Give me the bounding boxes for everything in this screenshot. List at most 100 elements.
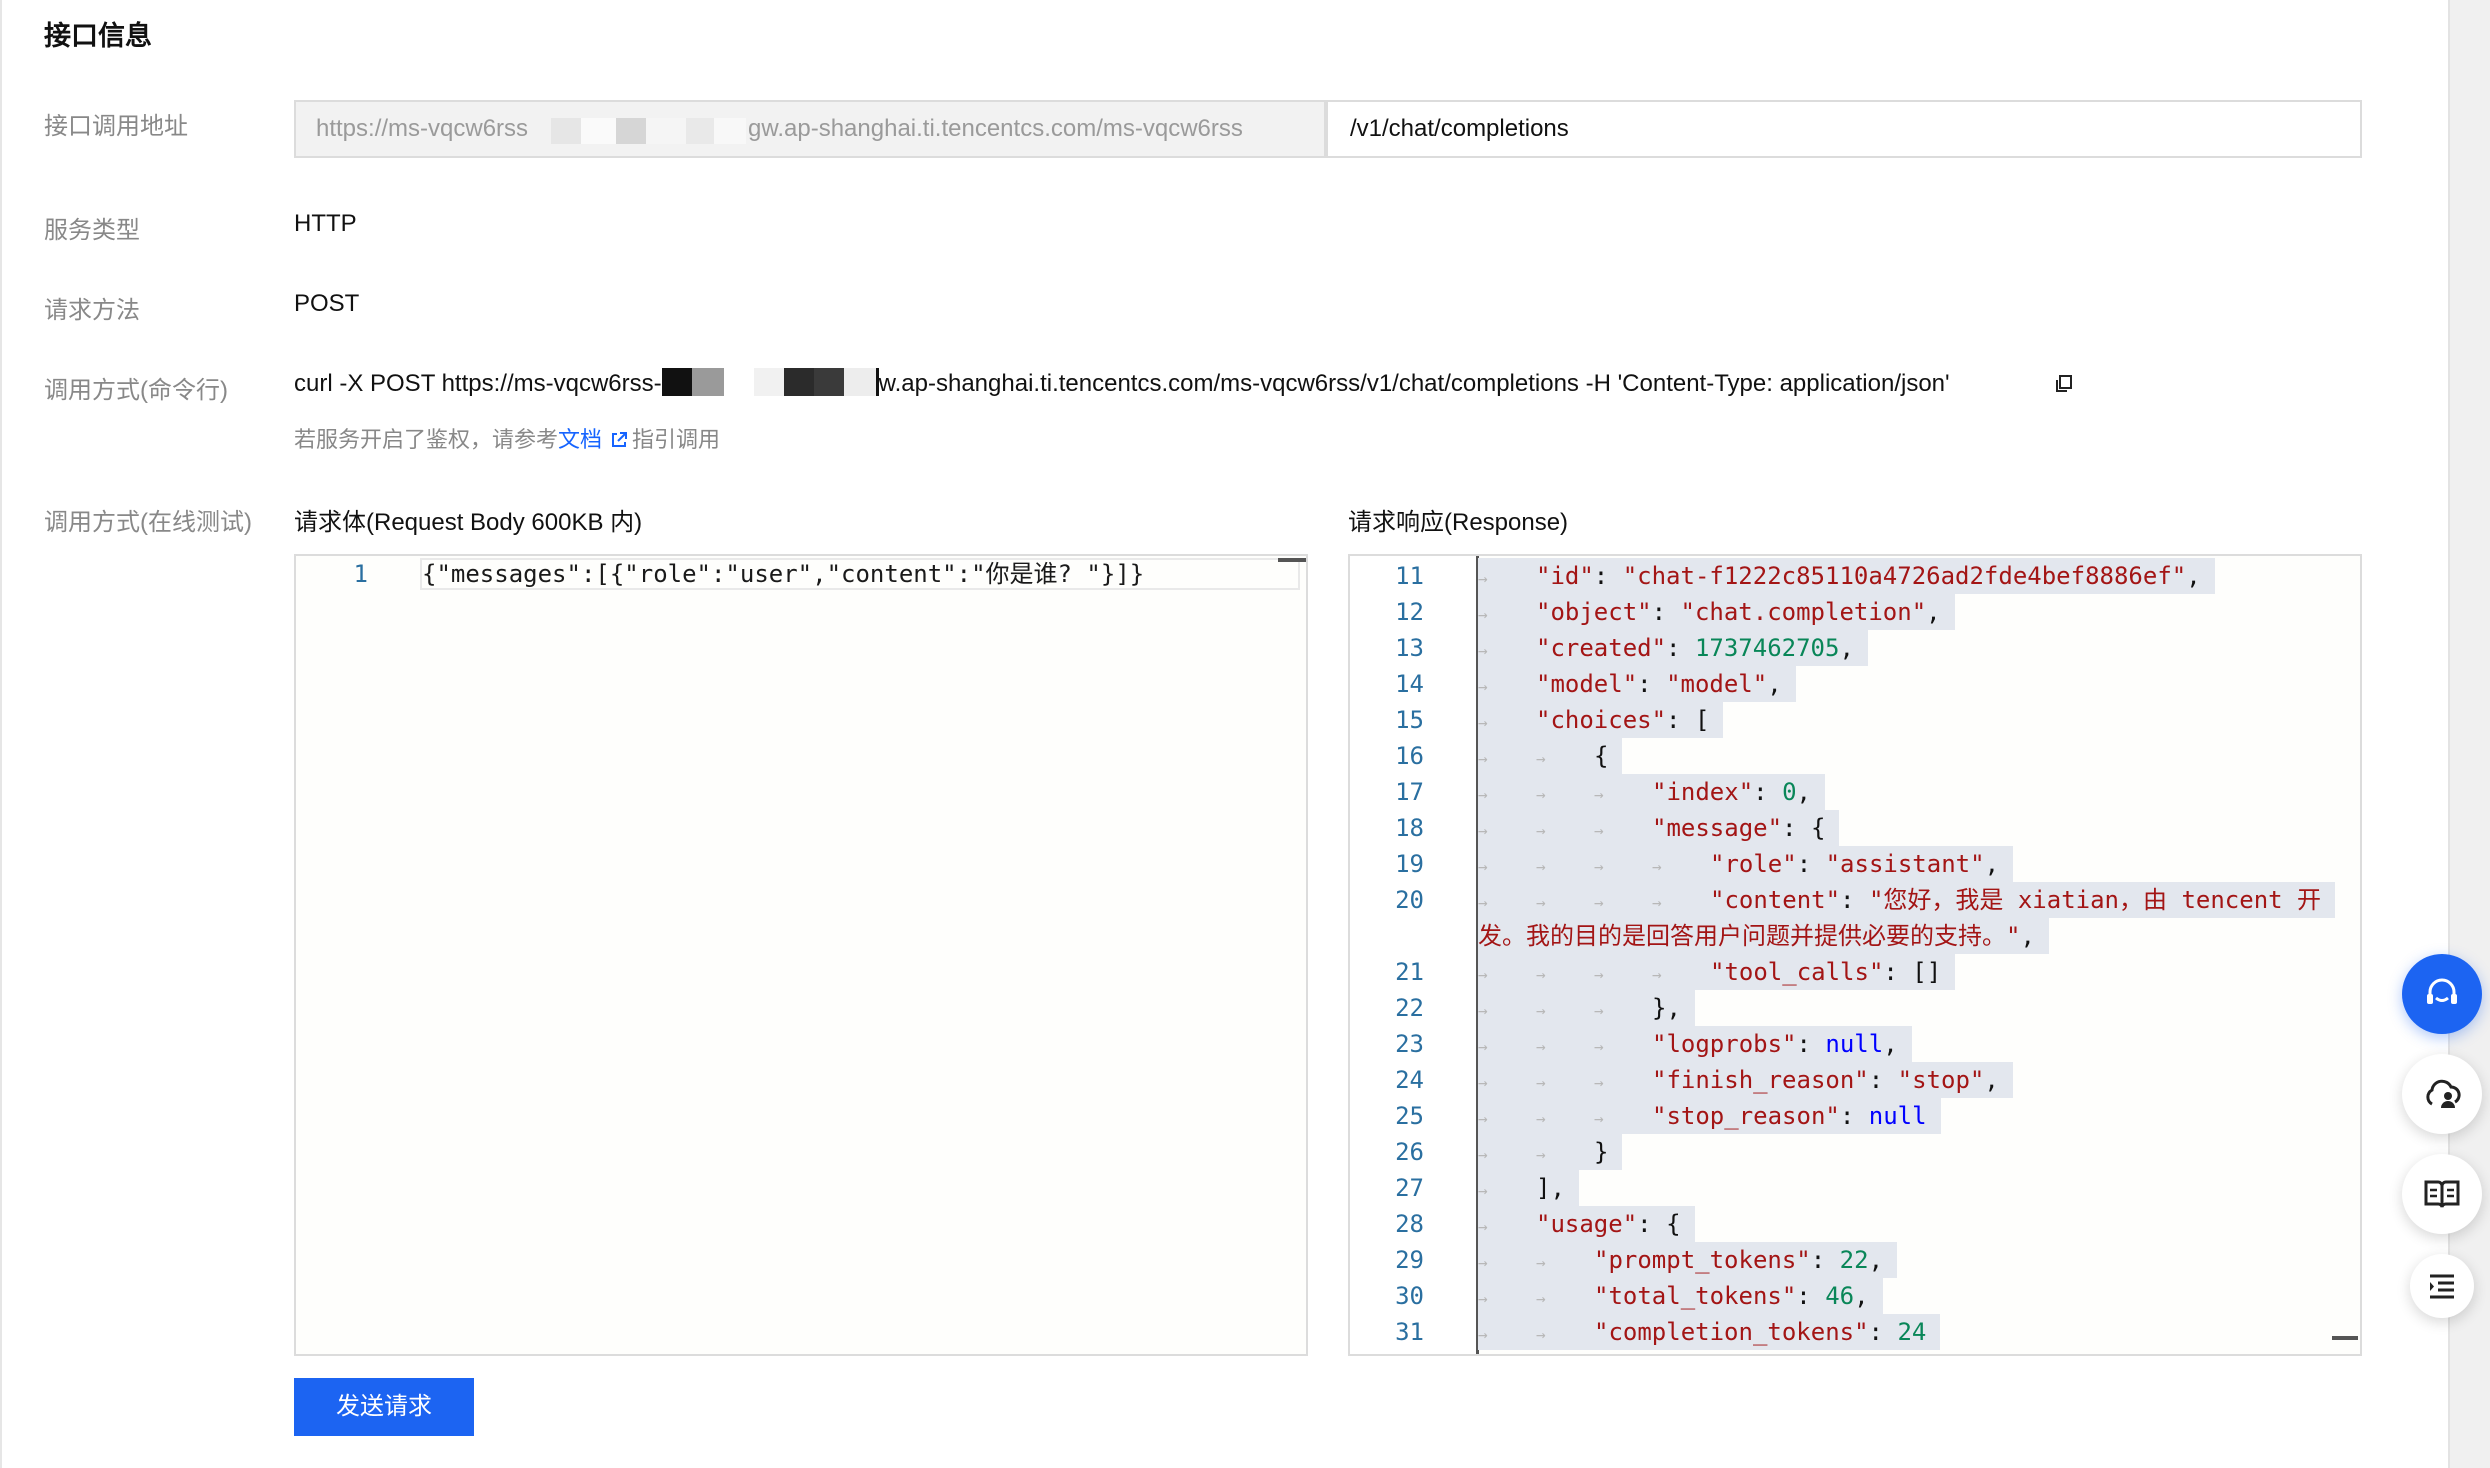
json-punctuation: , <box>1883 1030 1898 1058</box>
line-number: 17 <box>1395 778 1424 806</box>
json-value: null <box>1825 1030 1884 1058</box>
response-code-line: →], <box>1478 1170 1579 1206</box>
redaction-block <box>551 118 581 144</box>
redaction-block <box>783 368 814 396</box>
json-value: ], <box>1536 1174 1565 1202</box>
indent-guide: → <box>1478 605 1488 624</box>
external-link-icon[interactable] <box>610 431 628 449</box>
redaction-block <box>646 118 686 144</box>
cloud-user-icon <box>2426 1079 2461 1108</box>
response-code-line: →→→}, <box>1478 990 1695 1026</box>
indent-guide: → <box>1536 857 1546 876</box>
indent-guide: → <box>1594 821 1604 840</box>
json-punctuation: , <box>1839 634 1854 662</box>
send-request-button[interactable]: 发送请求 <box>294 1378 474 1436</box>
json-punctuation: , <box>1854 1282 1869 1310</box>
indent-guide: → <box>1478 893 1488 912</box>
indent-guide: → <box>1536 893 1546 912</box>
request-body-editor[interactable]: 1 {"messages":[{"role":"user","content":… <box>294 554 1308 1356</box>
endpoint-base-field[interactable]: https://ms-vqcw6rss gw.ap-shanghai.ti.te… <box>294 100 1326 158</box>
json-value: 0 <box>1782 778 1797 806</box>
curl-command-prefix: curl -X POST https://ms-vqcw6rss- <box>294 370 662 397</box>
indent-guide: → <box>1478 1073 1488 1092</box>
cmd-label: 调用方式(命令行) <box>44 377 228 404</box>
json-colon: : <box>1666 634 1695 662</box>
response-viewer[interactable]: 11→"id": "chat-f1222c85110a4726ad2fde4be… <box>1348 554 2362 1356</box>
support-button[interactable] <box>2402 954 2482 1034</box>
cloud-service-button[interactable] <box>2402 1054 2482 1134</box>
line-number: 12 <box>1395 598 1424 626</box>
json-value: "assistant" <box>1825 850 1985 878</box>
json-value: { <box>1594 742 1609 770</box>
response-code-line: →→→"index": 0, <box>1478 774 1825 810</box>
indent-guide: → <box>1478 821 1488 840</box>
line-number: 27 <box>1395 1174 1424 1202</box>
json-value: } <box>1594 1138 1609 1166</box>
indent-guide: → <box>1478 1217 1488 1236</box>
line-number: 16 <box>1395 742 1424 770</box>
response-code-line: →→→→"content": "您好，我是 xiatian，由 tencent … <box>1478 882 2336 918</box>
json-colon: : <box>1666 706 1695 734</box>
scrollbar-thumb[interactable] <box>2332 1336 2358 1340</box>
response-code-line: →"choices": [ <box>1478 702 1724 738</box>
json-colon: : <box>1593 562 1623 590</box>
json-value: "stop" <box>1897 1066 1985 1094</box>
redaction-block <box>753 368 784 396</box>
response-code-line: →→"prompt_tokens": 22, <box>1478 1242 1898 1278</box>
scrollbar-thumb[interactable] <box>1278 558 1306 562</box>
json-punctuation: , <box>1926 598 1941 626</box>
json-punctuation: , <box>1796 778 1811 806</box>
indent-guide: → <box>1478 785 1488 804</box>
response-code-line: →→→→"role": "assistant", <box>1478 846 2014 882</box>
json-punctuation: , <box>1984 850 2000 878</box>
response-code-line: →→→"finish_reason": "stop", <box>1478 1062 2013 1098</box>
json-value: "您好，我是 xiatian，由 tencent 开 <box>1868 886 2322 914</box>
redaction-block <box>723 368 754 396</box>
docs-button[interactable] <box>2402 1154 2482 1234</box>
line-number: 29 <box>1395 1246 1424 1274</box>
request-body-title: 请求体(Request Body 600KB 内) <box>294 509 643 536</box>
line-number: 18 <box>1395 814 1424 842</box>
json-colon: : <box>1796 850 1826 878</box>
line-number: 25 <box>1395 1102 1424 1130</box>
indent-guide: → <box>1594 785 1604 804</box>
gutter-divider <box>1476 556 1479 1354</box>
service-type-label: 服务类型 <box>44 217 140 244</box>
line-number: 24 <box>1395 1066 1424 1094</box>
json-key: "model" <box>1536 670 1638 698</box>
method-value: POST <box>294 290 360 317</box>
copy-icon[interactable] <box>2054 374 2074 394</box>
outline-button[interactable] <box>2410 1254 2474 1318</box>
endpoint-label: 接口调用地址 <box>44 113 188 140</box>
indent-guide: → <box>1536 1325 1546 1344</box>
endpoint-path-field[interactable]: /v1/chat/completions <box>1326 100 2362 158</box>
json-punctuation: , <box>2020 922 2035 950</box>
json-value: "model" <box>1666 670 1768 698</box>
redaction-block <box>843 368 876 396</box>
request-body-text[interactable]: {"messages":[{"role":"user","content":"你… <box>420 558 1300 590</box>
indent-guide: → <box>1478 1109 1488 1128</box>
line-number: 30 <box>1395 1282 1424 1310</box>
json-value: null <box>1868 1102 1927 1130</box>
json-colon: : <box>1840 886 1869 914</box>
json-value: 22 <box>1839 1246 1869 1274</box>
line-number: 13 <box>1395 634 1424 662</box>
request-line: 1 {"messages":[{"role":"user","content":… <box>296 556 1306 592</box>
json-punctuation: , <box>1868 1246 1884 1274</box>
json-colon: : <box>1796 1282 1826 1310</box>
method-label: 请求方法 <box>44 297 140 324</box>
json-key: "usage" <box>1536 1210 1638 1238</box>
line-number: 21 <box>1395 958 1424 986</box>
json-key: "tool_calls" <box>1710 958 1884 986</box>
right-scrollbar-track[interactable] <box>2448 0 2490 1468</box>
line-gutter <box>1350 556 1476 1354</box>
json-key: "logprobs" <box>1652 1030 1797 1058</box>
line-number: 31 <box>1395 1318 1424 1346</box>
curl-command: curl -X POST https://ms-vqcw6rss-w.ap-sh… <box>294 368 1950 398</box>
endpoint-base-tail: gw.ap-shanghai.ti.tencentcs.com/ms-vqcw6… <box>748 115 1243 142</box>
json-value: { <box>1666 1210 1681 1238</box>
response-code-line: →"id": "chat-f1222c85110a4726ad2fde4bef8… <box>1478 558 2215 594</box>
json-value: 发。我的目的是回答用户问题并提供必要的支持。" <box>1478 922 2021 950</box>
json-key: "prompt_tokens" <box>1594 1246 1811 1274</box>
doc-link[interactable]: 文档 <box>558 427 603 452</box>
